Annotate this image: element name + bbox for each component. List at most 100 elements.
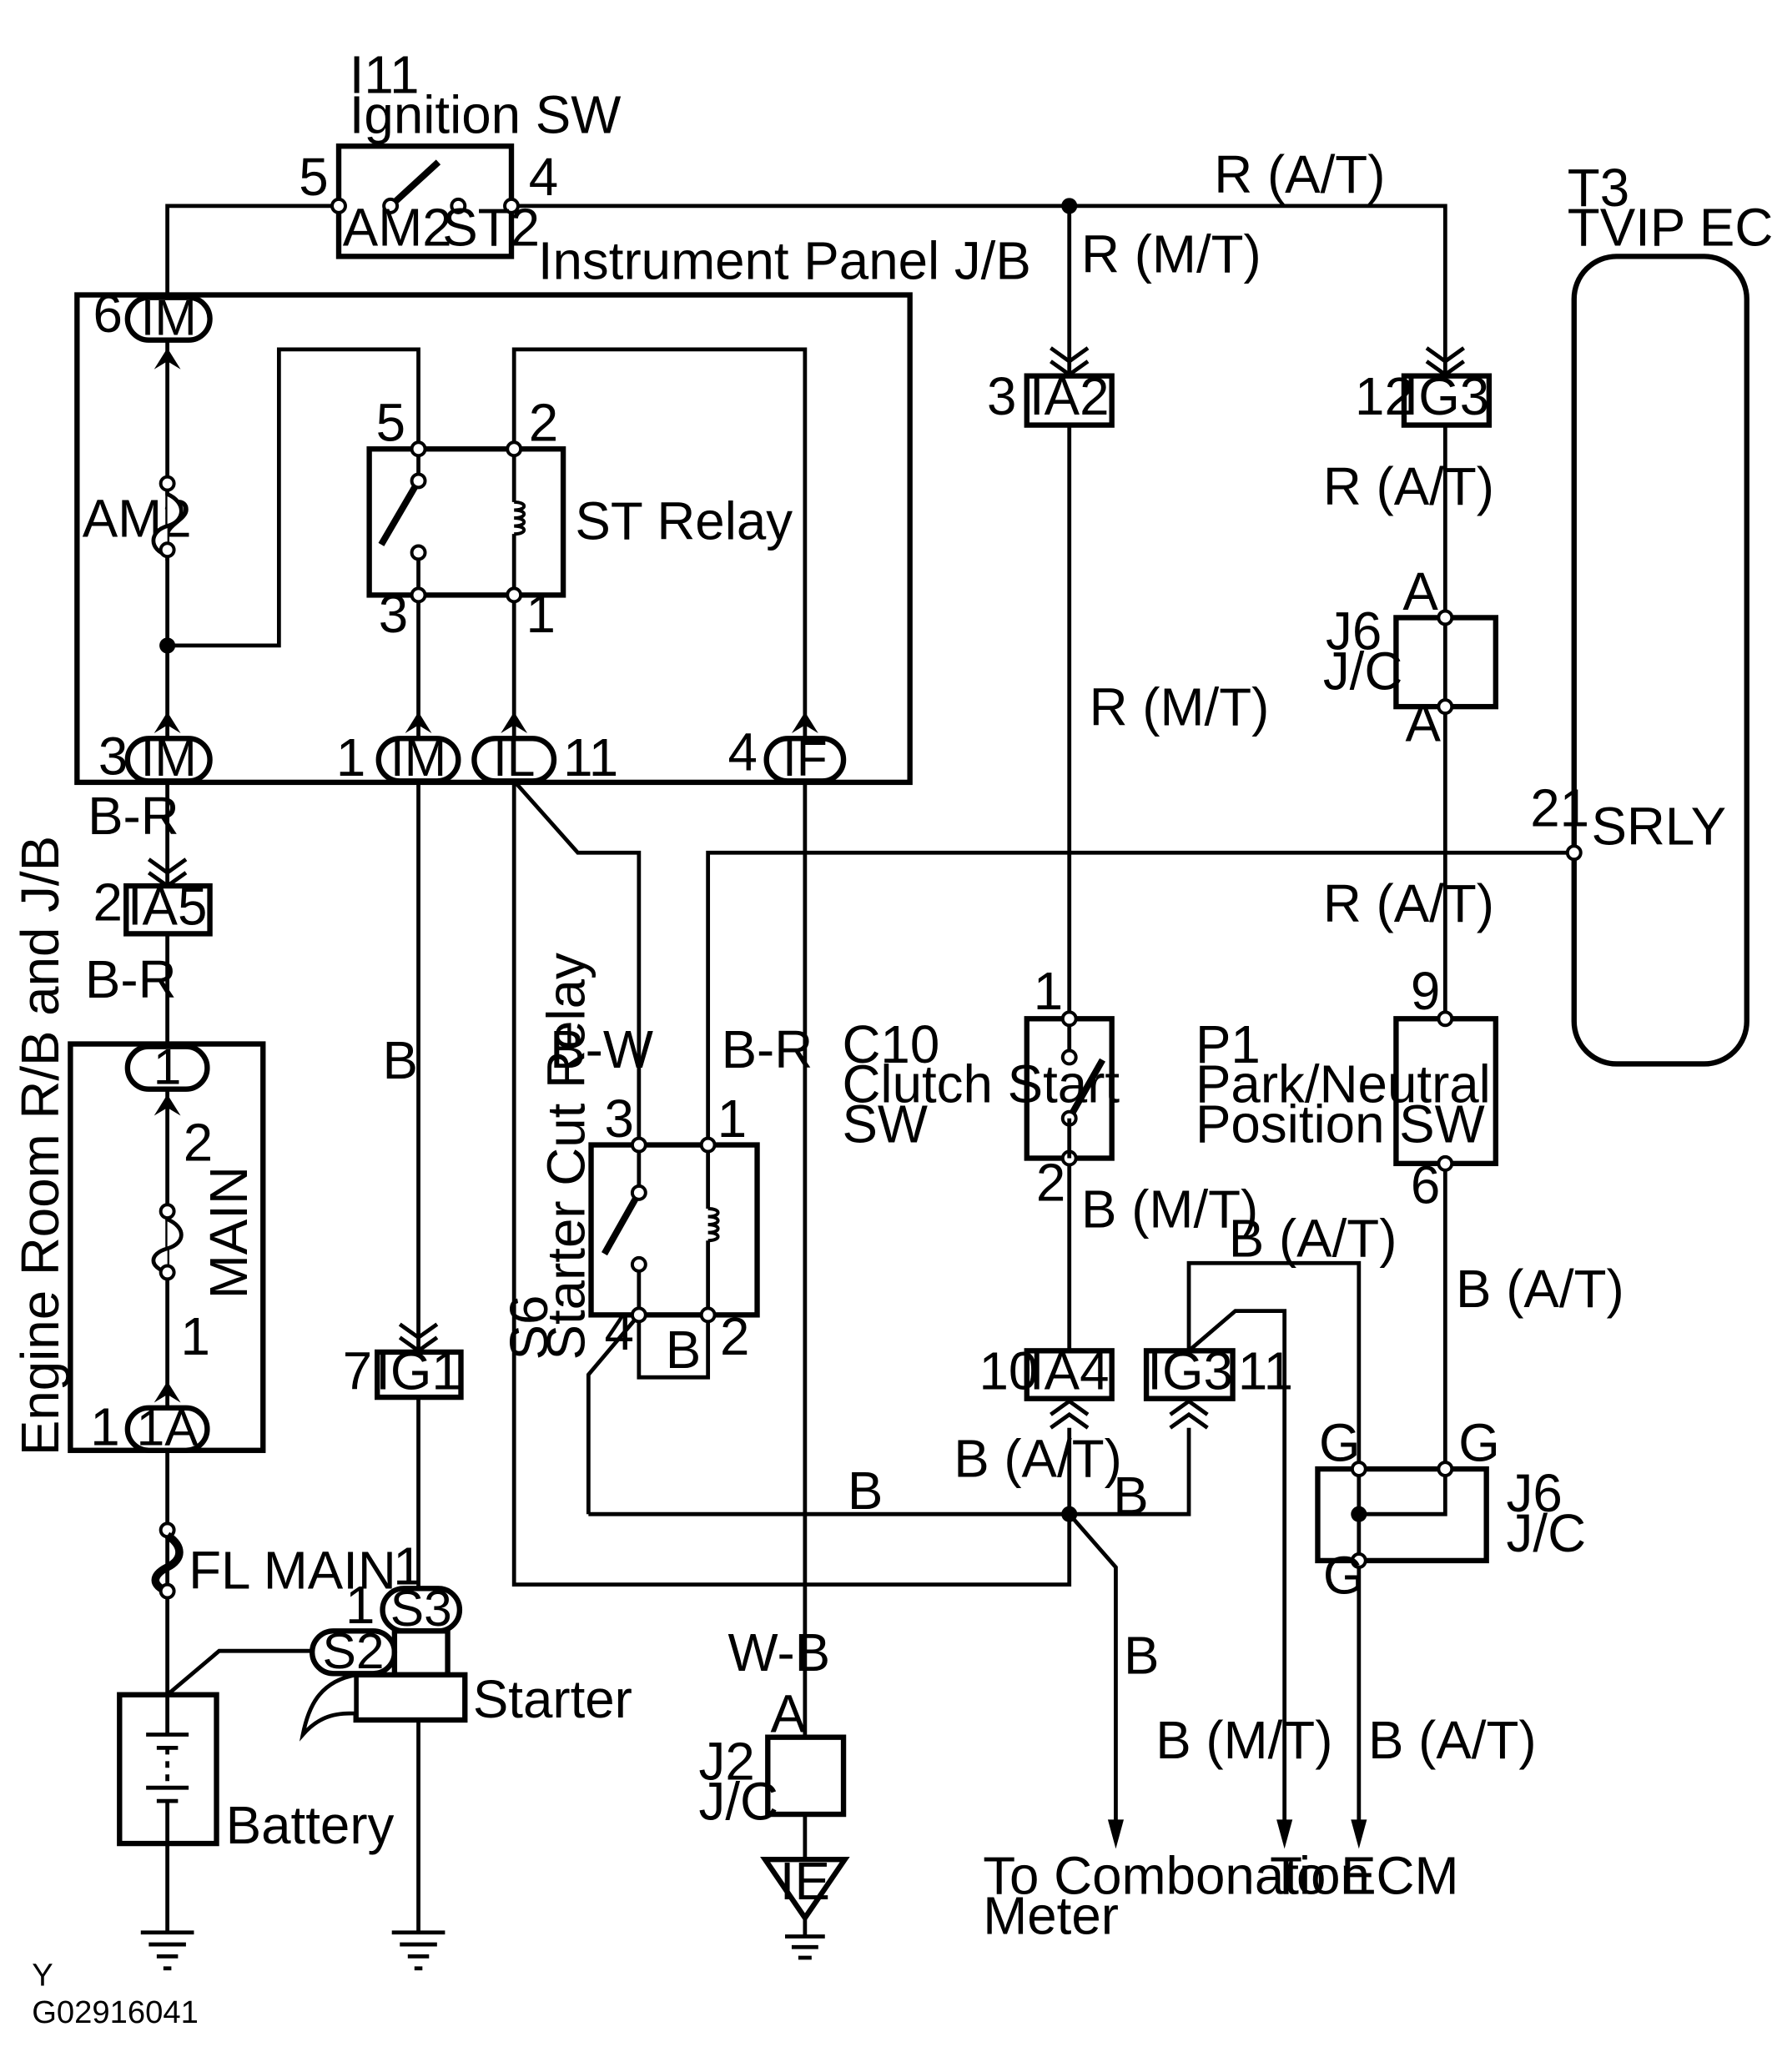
ignition-pin-right: 4 [529,148,558,207]
connector-ig3-bottom-label: IG3 [1147,1342,1233,1401]
ecu-pin: 21 [1530,778,1589,837]
p1-id: P1 [1196,1015,1261,1074]
engine-room-name: Engine Room R/B and J/B [11,836,70,1456]
j6-top-pin-bottom: A [1406,694,1442,753]
footer-y: Y [32,1957,53,1993]
fl-main-label: FL MAIN [189,1541,396,1600]
starter-cut-relay: B-W B-R 3 1 4 2 Starter Cut Relay S6 B [500,953,813,1380]
p1-pin-bottom: 6 [1411,1156,1440,1215]
s6-pin-2: 2 [720,1307,749,1366]
wire-b-at-p1: B (A/T) [1456,1260,1624,1319]
park-neutral-switch: P1 Park/Neutral Position SW 9 6 [1196,962,1499,1215]
wire-b-im: B [383,1031,418,1090]
wire-b-r-3: B-R [722,1020,813,1079]
s6-pin-3: 3 [604,1089,633,1149]
ipjb-il: IL [493,730,535,787]
wire-b-at-ig3: B (A/T) [1229,1209,1397,1268]
s6-pin-1: 1 [717,1089,747,1149]
starter: 1 S3 1 S2 Starter [299,1537,632,1742]
connector-ia4-label: IA4 [1029,1342,1110,1401]
j6-bottom-name: J/C [1507,1504,1587,1563]
connector-ig3-top: R (A/T) IG3 12 [1214,145,1493,428]
ipjb-if: IF [783,730,828,787]
ignition-term-st2: ST2 [442,199,540,258]
c10-pin-2: 2 [1036,1153,1065,1212]
st-relay-pin-5: 5 [376,394,405,453]
j6-bottom-pin-g2: G [1458,1414,1500,1473]
footer-code: G02916041 [32,1994,199,2030]
j6-bottom-id: J6 [1507,1464,1563,1523]
connector-ia5-pin: 2 [93,873,122,932]
battery-label: Battery [226,1796,395,1855]
ground-ie-label: IE [780,1852,830,1911]
fuse-main-label: MAIN [199,1166,259,1299]
starter-s2: S2 [323,1622,385,1679]
ipjb-if-pin: 4 [728,723,758,782]
j6-top-id: J6 [1326,602,1382,661]
ground-battery [140,1930,194,1971]
ecu-terminal: SRLY [1591,797,1726,857]
j2-junction: W-B A J2 J/C [698,1623,847,1831]
battery: Battery [117,1692,395,1855]
dest-meter-line2: Meter [983,1886,1119,1945]
wire-b-relay-bottom: B [666,1320,701,1380]
ecu-id: T3 [1568,158,1629,218]
st-relay-pin-3: 3 [379,585,408,644]
engine-room-bottom-pin: 1 [90,1397,119,1456]
connector-ia2: R (M/T) IA2 3 [987,224,1261,428]
ignition-id: I11 [350,46,420,105]
wire-r-mt-mid: R (M/T) [1090,677,1270,737]
wire-w-b: W-B [728,1623,831,1682]
ecu-name: TVIP ECU [1568,199,1772,258]
ipjb-title: Instrument Panel J/B [538,231,1031,290]
j6-top-junction: A A J6 J/C [1323,562,1499,753]
instrument-panel-jb: Instrument Panel J/B 6 IM AM2 5 2 3 1 ST… [74,231,1031,787]
c10-id: C10 [842,1015,939,1074]
starter-label: Starter [473,1670,632,1729]
clutch-start-switch: C10 Clutch Start SW 1 2 B (M/T) [842,962,1258,1239]
ipjb-im-mid-pin: 1 [336,728,365,787]
ipjb-im-top: IM [141,289,197,345]
connector-ia4-pin: 10 [979,1342,1038,1401]
wire-r-mt-top: R (M/T) [1081,224,1261,284]
engine-room-rb-jb: Engine Room R/B and J/B 1 2 MAIN 1 1A 1 [11,836,266,1456]
ignition-pin-left: 5 [299,148,328,207]
p1-pin-top: 9 [1411,962,1440,1021]
s6-id: S6 [500,1295,559,1360]
p1-name-line2: Position SW [1196,1094,1485,1154]
j6-top-pin-top: A [1402,562,1438,621]
st-relay-pin-2: 2 [529,394,558,453]
wire-b-r-2: B-R [85,950,177,1009]
st-relay-name: ST Relay [575,492,793,551]
connector-ig3-bottom-pin: 11 [1238,1342,1293,1401]
connector-ia5: B-R IA5 2 B-R [85,787,213,1009]
wire-r-at-1: R (A/T) [1323,457,1494,516]
connector-ig1-pin: 7 [343,1342,372,1401]
ignition-term-am2: AM2 [343,199,452,258]
p1-name-line1: Park/Neutral [1196,1055,1491,1114]
destination-arrows [1107,1819,1367,1849]
c10-name-line2: SW [842,1094,928,1154]
wire-b-bus-right: B [1113,1466,1148,1526]
dest-ecm: To ECM [1270,1847,1458,1906]
j2-id: J2 [698,1733,754,1792]
ignition-switch: I11 Ignition SW 5 4 AM2 ST2 [299,46,622,259]
connector-ia4: IA4 10 [979,1342,1115,1430]
j6-bottom-pin-g3: G [1323,1546,1365,1606]
ipjb-im-bottom: IM [141,730,197,787]
ignition-name: Ignition SW [350,85,622,144]
j6-bottom-pin-g1: G [1319,1414,1361,1473]
engine-room-pin-2: 2 [184,1114,213,1173]
wire-b-mt-ecm: B (M/T) [1155,1711,1332,1770]
j2-pin: A [770,1684,806,1743]
dest-meter-line1: To Combonation [983,1847,1370,1906]
wire-b-r-1: B-R [88,787,179,846]
connector-ig1: B IG1 7 [343,1031,464,1401]
st-relay-pin-1: 1 [526,585,556,644]
ipjb-im-top-pin: 6 [93,284,122,344]
j6-bottom-junction: G G G J6 J/C [1315,1414,1587,1606]
connector-ig3-top-label: IG3 [1404,367,1490,426]
tvip-ecu: T3 TVIP ECU 21 SRLY [1530,158,1772,1067]
engine-room-top-term: 1 [154,1038,182,1094]
